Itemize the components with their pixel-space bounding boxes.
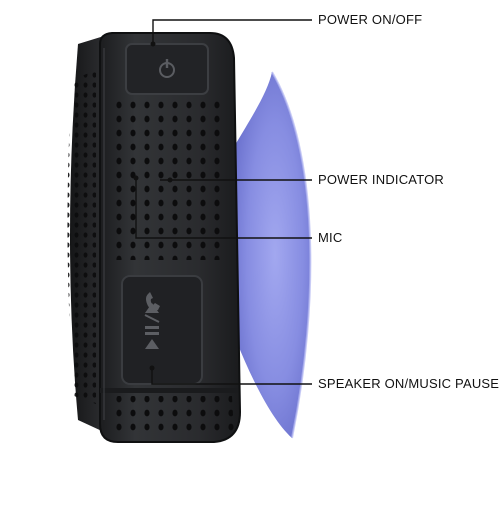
leader-speaker xyxy=(151,368,312,385)
suction-cup xyxy=(232,72,311,438)
callout-power-indicator: POWER INDICATOR xyxy=(318,172,445,187)
leader-power xyxy=(152,19,312,44)
phone-icon xyxy=(146,292,160,311)
play-pause-button xyxy=(121,275,203,385)
play-pause-icon xyxy=(144,303,160,349)
callout-mic: MIC xyxy=(318,230,343,245)
leader-lines xyxy=(135,19,312,385)
power-icon xyxy=(159,59,175,78)
suction-cup-rim xyxy=(271,71,312,439)
power-button xyxy=(125,43,209,95)
leader-mic xyxy=(135,178,312,239)
callout-speaker-on-music-pause: SPEAKER ON/MUSIC PAUSE xyxy=(318,376,500,391)
callout-power-on-off: POWER ON/OFF xyxy=(318,12,423,27)
